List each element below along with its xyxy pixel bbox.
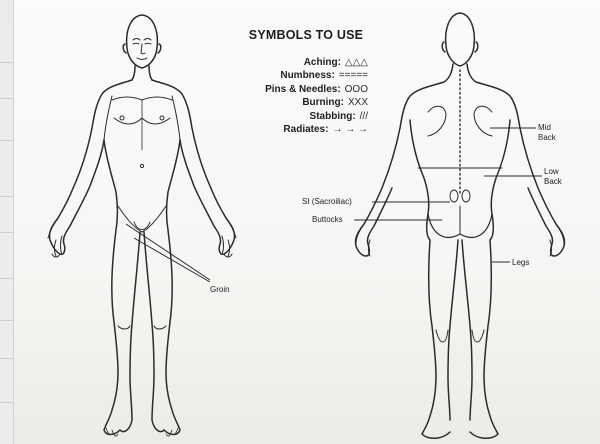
ruler-tick [0, 196, 13, 197]
ruler-tick [0, 62, 13, 63]
legend-label: Burning: [302, 96, 344, 109]
ruler-tick [0, 402, 13, 403]
ruler-tick [0, 320, 13, 321]
low-back-label-line2: Back [544, 177, 563, 186]
legend-row-numbness: Numbness: ===== [192, 69, 368, 82]
legend-row-stabbing: Stabbing: /// [192, 110, 368, 123]
symbol-legend: Aching: △△△ Numbness: ===== Pins & Needl… [192, 56, 368, 136]
legend-title: SYMBOLS TO USE [236, 28, 376, 42]
legend-label: Aching: [304, 56, 341, 69]
legend-symbol: ===== [339, 69, 368, 82]
legend-label: Stabbing: [310, 110, 356, 123]
pain-diagram-page: Groin Mid Back Low Back SI (Sacroiliac) … [14, 0, 600, 444]
groin-label: Groin [210, 285, 230, 294]
ruler-tick [0, 278, 13, 279]
ruler-tick [0, 232, 13, 233]
legs-label: Legs [512, 258, 529, 267]
legend-row-pins-needles: Pins & Needles: OOO [192, 83, 368, 96]
legend-label: Pins & Needles: [265, 83, 341, 96]
legend-symbol: → → → [332, 123, 368, 136]
legend-row-aching: Aching: △△△ [192, 56, 368, 69]
legend-row-burning: Burning: XXX [192, 96, 368, 109]
low-back-label-line1: Low [544, 167, 559, 176]
buttocks-label: Buttocks [312, 215, 343, 224]
mid-back-label-line1: Mid [538, 123, 551, 132]
ruler-tick [0, 140, 13, 141]
legend-label: Radiates: [283, 123, 328, 136]
legend-symbol: △△△ [345, 56, 368, 69]
legend-symbol: /// [360, 110, 368, 123]
ruler-tick [0, 98, 13, 99]
si-label: SI (Sacroiliac) [302, 197, 352, 206]
legend-symbol: XXX [348, 96, 368, 109]
ruler-tick [0, 358, 13, 359]
legend-symbol: OOO [345, 83, 368, 96]
left-ruler-strip [0, 0, 14, 444]
legend-row-radiates: Radiates: → → → [192, 123, 368, 136]
back-body-figure [355, 13, 564, 438]
legend-label: Numbness: [280, 69, 334, 82]
mid-back-label-line2: Back [538, 133, 557, 142]
